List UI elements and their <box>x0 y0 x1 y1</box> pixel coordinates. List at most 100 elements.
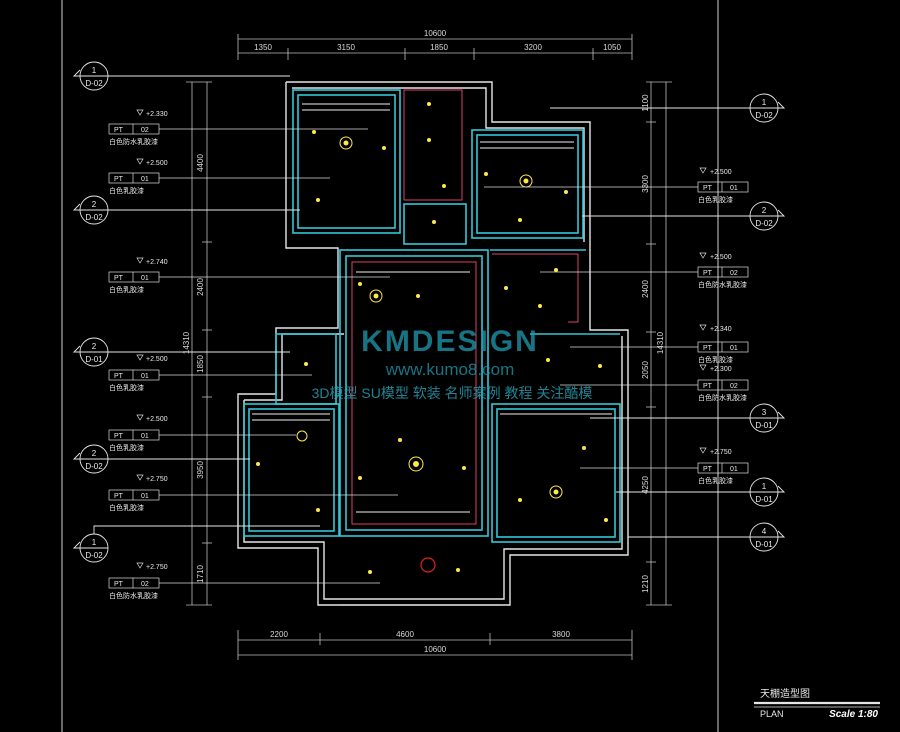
bottom-dimension-texts: 2200 4600 3800 10600 <box>270 630 570 654</box>
dim-top-3: 1850 <box>430 43 448 52</box>
tag-code: PT <box>114 373 124 380</box>
sheet-frame <box>61 0 719 732</box>
tag-number: 01 <box>141 493 149 500</box>
downlight <box>554 268 558 272</box>
marker-sheet-ref: D-02 <box>755 111 773 120</box>
watermark-url: www.kumo8.com <box>385 360 514 379</box>
dim-left-2: 2400 <box>196 278 205 296</box>
dim-right-6: 1210 <box>641 575 650 593</box>
left-dimension-texts: 4400 2400 1850 3950 1710 14310 <box>182 154 205 583</box>
tag-number: 01 <box>141 373 149 380</box>
downlight <box>518 218 522 222</box>
dim-right-total: 14310 <box>656 331 665 354</box>
tag-code: PT <box>703 345 713 352</box>
material-tag: +2.340 PT 01 白色乳胶漆 <box>570 324 749 364</box>
section-marker: 1 D-02 <box>72 525 320 563</box>
downlight <box>312 130 316 134</box>
downlight <box>316 508 320 512</box>
left-material-tags: +2.330 PT 02 白色防水乳胶漆 +2.500 PT 01 白色乳胶漆 … <box>108 109 398 600</box>
tag-level: +2.500 <box>710 169 732 176</box>
downlight <box>598 364 602 368</box>
tag-number: 01 <box>141 176 149 183</box>
dim-top-4: 3200 <box>524 43 542 52</box>
downlight <box>432 220 436 224</box>
section-marker: 2 D-02 <box>72 444 250 474</box>
downlight <box>484 172 488 176</box>
downlight <box>368 570 372 574</box>
downlight <box>358 282 362 286</box>
drawing-title: 天棚造型图 <box>760 687 810 700</box>
tag-material: 白色乳胶漆 <box>698 195 733 204</box>
tag-code: PT <box>703 185 713 192</box>
bottom-dimension-chain <box>237 630 633 660</box>
dim-left-4: 3950 <box>196 461 205 479</box>
dim-top-1: 1350 <box>254 43 272 52</box>
marker-number: 2 <box>92 342 97 351</box>
marker-number: 2 <box>762 206 767 215</box>
material-tag: +2.500 PT 01 白色乳胶漆 <box>108 158 330 195</box>
dim-left-total: 14310 <box>182 331 191 354</box>
drawing-subtitle: PLAN <box>760 709 784 719</box>
dim-bottom-1: 2200 <box>270 630 288 639</box>
dim-left-1: 4400 <box>196 154 205 172</box>
marker-number: 1 <box>92 538 97 547</box>
ceiling-boundaries <box>351 89 579 525</box>
downlight <box>427 138 431 142</box>
floor-plan <box>237 81 629 606</box>
right-material-tags: +2.500 PT 01 白色乳胶漆 +2.500 PT 02 白色防水乳胶漆 … <box>484 167 749 485</box>
tag-number: 01 <box>730 345 738 352</box>
marker-number: 3 <box>762 408 767 417</box>
marker-sheet-ref: D-01 <box>755 421 773 430</box>
right-dimension-texts: 1100 3300 2400 2050 4250 1210 14310 <box>641 94 665 593</box>
section-marker: 1 D-01 <box>616 477 786 507</box>
downlight <box>546 358 550 362</box>
watermark-brand: KMDESIGN <box>361 325 539 358</box>
dim-bottom-2: 4600 <box>396 630 414 639</box>
downlight <box>538 304 542 308</box>
tag-level: +2.500 <box>710 254 732 261</box>
downlight <box>456 568 460 572</box>
left-dimension-chain <box>186 81 212 606</box>
dim-left-3: 1850 <box>196 355 205 373</box>
tag-material: 白色乳胶漆 <box>109 383 144 392</box>
material-tag: +2.300 PT 02 白色防水乳胶漆 <box>560 364 749 402</box>
tag-material: 白色防水乳胶漆 <box>698 280 747 289</box>
top-dimension-chain <box>237 34 633 60</box>
tag-material: 白色防水乳胶漆 <box>109 137 158 146</box>
marker-number: 1 <box>762 482 767 491</box>
tag-material: 白色乳胶漆 <box>109 186 144 195</box>
downlight <box>358 476 362 480</box>
material-tag: +2.750 PT 01 白色乳胶漆 <box>108 474 398 512</box>
dim-top-5: 1050 <box>603 43 621 52</box>
tag-level: +2.750 <box>146 564 168 571</box>
tag-number: 01 <box>730 466 738 473</box>
material-tag: +2.330 PT 02 白色防水乳胶漆 <box>108 109 368 146</box>
tag-level: +2.300 <box>710 366 732 373</box>
tag-number: 01 <box>141 275 149 282</box>
marker-sheet-ref: D-02 <box>755 219 773 228</box>
tag-material: 白色防水乳胶漆 <box>698 393 747 402</box>
tag-material: 白色乳胶漆 <box>109 285 144 294</box>
right-dimension-chain <box>646 81 672 606</box>
exterior-walls <box>237 81 629 606</box>
material-tag: +2.500 PT 01 白色乳胶漆 <box>108 414 296 452</box>
material-tag: +2.500 PT 02 白色防水乳胶漆 <box>540 252 749 289</box>
tag-code: PT <box>114 433 124 440</box>
dim-right-3: 2400 <box>641 280 650 298</box>
dim-top-total: 10600 <box>424 29 447 38</box>
downlight <box>518 498 522 502</box>
interior-walls <box>243 89 621 543</box>
material-tag: +2.740 PT 01 白色乳胶漆 <box>108 257 390 294</box>
tag-material: 白色防水乳胶漆 <box>109 591 158 600</box>
tag-number: 01 <box>730 185 738 192</box>
downlight <box>462 466 466 470</box>
downlight <box>442 184 446 188</box>
tag-code: PT <box>703 466 713 473</box>
marker-sheet-ref: D-01 <box>85 355 103 364</box>
marker-number: 4 <box>762 527 767 536</box>
downlight <box>304 362 308 366</box>
tag-level: +2.340 <box>710 326 732 333</box>
dim-bottom-3: 3800 <box>552 630 570 639</box>
downlight <box>564 190 568 194</box>
dim-top-2: 3150 <box>337 43 355 52</box>
